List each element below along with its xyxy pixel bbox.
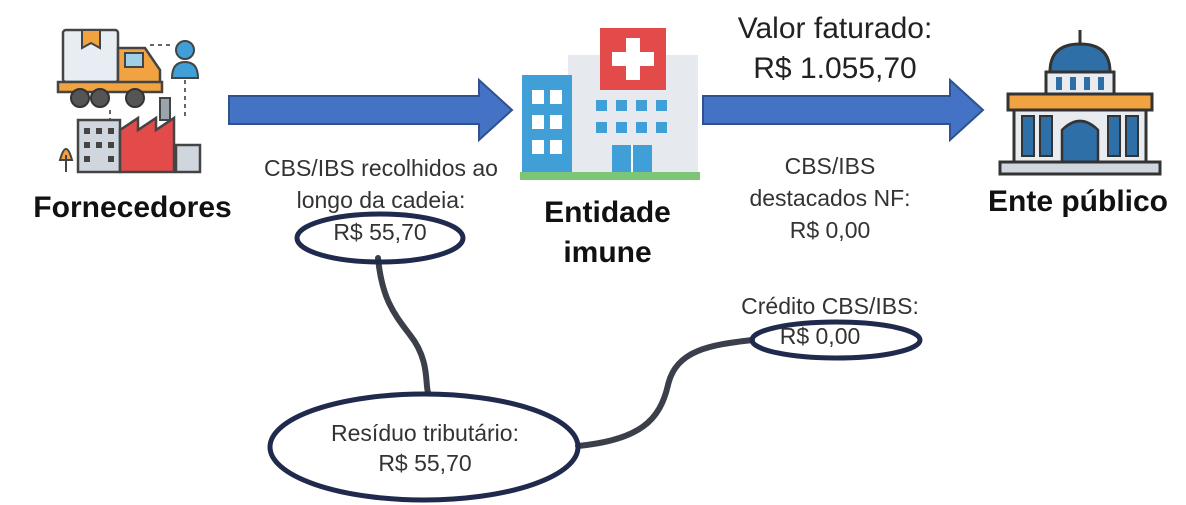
cbs-nf-label: CBS/IBS destacados NF: R$ 0,00 xyxy=(700,150,960,246)
cbs-nf-value: R$ 0,00 xyxy=(789,217,871,243)
credito-label: Crédito CBS/IBS: R$ 0,00 xyxy=(700,291,960,351)
node-label-fornecedores: Fornecedores xyxy=(33,191,232,224)
arrow-fornecedores-entidade xyxy=(228,77,514,143)
hospital-icon xyxy=(520,28,700,180)
node-label-entidade-line1: Entidade xyxy=(544,196,671,229)
node-label-entidade: Entidade imune xyxy=(520,193,695,273)
ellipse-residuo xyxy=(267,391,581,503)
suppliers-truck-factory-icon xyxy=(56,28,202,174)
cbs-cadeia-value: R$ 55,70 xyxy=(333,219,427,245)
cbs-cadeia-line1: CBS/IBS recolhidos ao xyxy=(264,155,498,181)
credito-line1: Crédito CBS/IBS: xyxy=(741,293,919,319)
ellipse-cadeia-value xyxy=(294,211,466,265)
connector-cadeia-residuo xyxy=(375,255,431,395)
arrow-entidade-ente xyxy=(702,77,985,143)
node-label-entidade-line2: imune xyxy=(563,236,652,269)
residuo-value: R$ 55,70 xyxy=(378,450,472,476)
node-label-ente-publico: Ente público xyxy=(988,185,1168,218)
credito-value: R$ 0,00 xyxy=(779,323,861,349)
cbs-cadeia-label: CBS/IBS recolhidos ao longo da cadeia: R… xyxy=(226,152,536,248)
cbs-nf-line1: CBS/IBS xyxy=(784,153,876,179)
cbs-cadeia-line2: longo da cadeia: xyxy=(296,187,466,213)
valor-faturado-line1: Valor faturado: xyxy=(737,12,933,45)
residuo-line1: Resíduo tributário: xyxy=(331,420,519,446)
valor-faturado-label: Valor faturado: R$ 1.055,70 xyxy=(705,9,965,89)
residuo-label: Resíduo tributário: R$ 55,70 xyxy=(290,418,560,478)
government-building-icon xyxy=(998,30,1162,176)
valor-faturado-value: R$ 1.055,70 xyxy=(753,52,917,85)
ellipse-credito-value xyxy=(749,319,923,361)
connector-residuo-credito xyxy=(575,337,755,449)
cbs-nf-line2: destacados NF: xyxy=(749,185,911,211)
